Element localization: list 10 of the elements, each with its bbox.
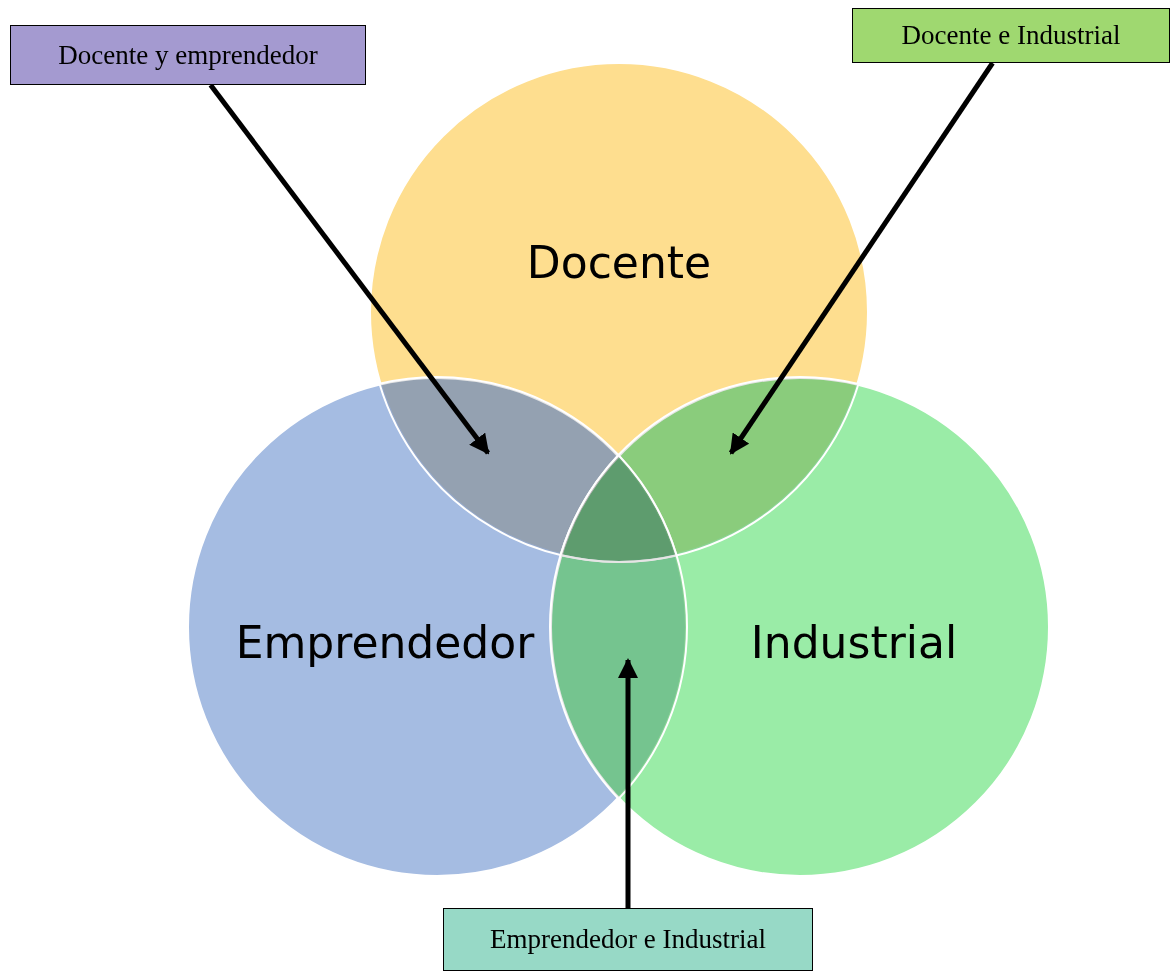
callout-box: Docente e Industrial xyxy=(852,8,1170,63)
callout-box: Docente y emprendedor xyxy=(10,25,366,85)
set-label: Industrial xyxy=(750,616,958,668)
set-label: Docente xyxy=(526,236,712,288)
leader-arrow xyxy=(618,658,638,908)
overlap-region xyxy=(549,454,688,800)
callout-box: Emprendedor e Industrial xyxy=(443,908,813,971)
set-label: Emprendedor xyxy=(235,616,535,668)
leader-arrow xyxy=(208,83,490,455)
leader-arrow xyxy=(728,61,995,455)
